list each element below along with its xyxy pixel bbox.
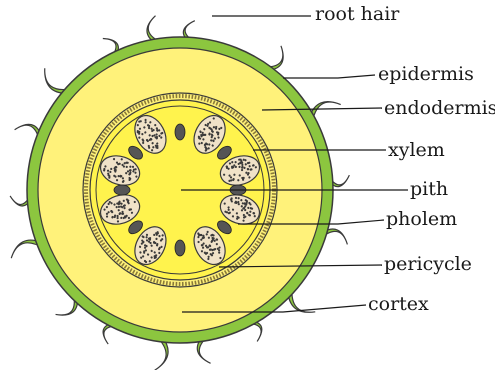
label-root-hair: root hair: [315, 3, 399, 25]
label-endodermis: endodermis: [384, 97, 495, 119]
phloem-patch: [175, 124, 185, 140]
phloem-patch: [175, 240, 185, 256]
label-epidermis: epidermis: [378, 63, 474, 85]
label-pholem: pholem: [386, 208, 457, 230]
label-xylem: xylem: [388, 139, 445, 161]
leader-epidermis: [283, 75, 375, 78]
label-pericycle: pericycle: [384, 253, 472, 275]
label-pith: pith: [410, 178, 448, 200]
label-cortex: cortex: [368, 293, 429, 315]
phloem-patch: [114, 185, 130, 195]
